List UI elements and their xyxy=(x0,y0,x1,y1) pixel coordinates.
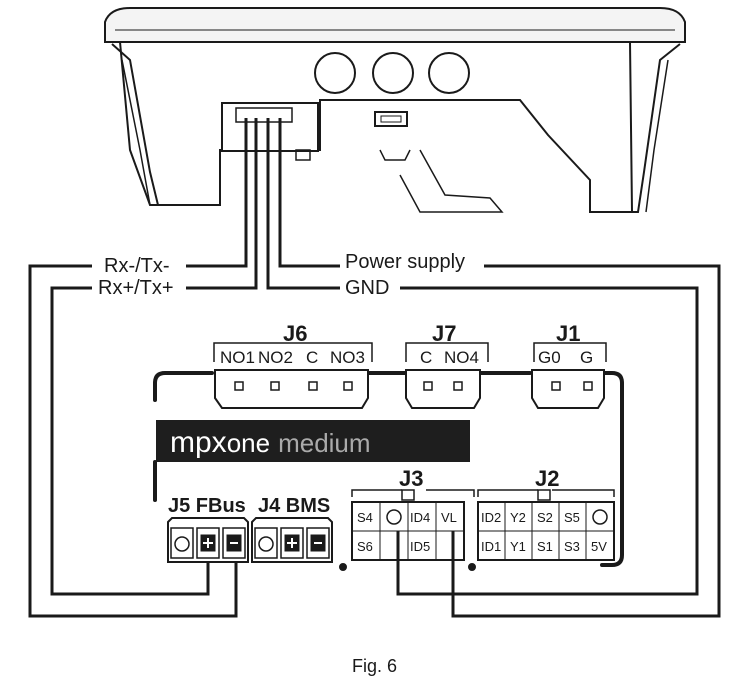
j3-title: J3 xyxy=(399,466,423,491)
j3-terminal: S4 xyxy=(357,510,373,525)
j6-pin-label: NO3 xyxy=(330,348,365,367)
connector-j5 xyxy=(167,517,249,563)
j1-pin-label: G0 xyxy=(538,348,561,367)
j5-title: J5 FBus xyxy=(168,495,246,517)
wire-rx-plus xyxy=(50,118,258,596)
j2-title: J2 xyxy=(535,466,559,491)
j2-terminal: S3 xyxy=(564,539,580,554)
label-gnd: GND xyxy=(345,277,389,299)
j2-terminal: ID1 xyxy=(481,539,501,554)
brand-part1: mpx xyxy=(170,426,227,459)
connector-j7: J7 C NO4 xyxy=(405,321,489,409)
device-housing xyxy=(104,7,686,213)
connector-j4 xyxy=(251,517,333,563)
connector-j2: J2 ID2 Y2 S2 S5 ID1 Y1 S1 S3 5V xyxy=(477,466,615,561)
j1-title: J1 xyxy=(556,321,580,346)
j6-pin-label: NO2 xyxy=(258,348,293,367)
j2-terminal: 5V xyxy=(591,539,607,554)
j2-terminal: Y1 xyxy=(510,539,526,554)
j6-pin-label: C xyxy=(306,348,318,367)
j2-terminal: S2 xyxy=(537,510,553,525)
connector-j1: J1 G0 G xyxy=(531,321,607,409)
label-rx-plus: Rx+/Tx+ xyxy=(98,277,174,299)
wire-rx-minus xyxy=(28,118,248,618)
j3-terminal: S6 xyxy=(357,539,373,554)
j6-pin-label: NO1 xyxy=(220,348,255,367)
j6-title: J6 xyxy=(283,321,307,346)
housing-hole-1 xyxy=(314,52,356,94)
brand-part3: medium xyxy=(278,428,370,458)
j7-pin-label: NO4 xyxy=(444,348,479,367)
j7-title: J7 xyxy=(432,321,456,346)
j7-pin-label: C xyxy=(420,348,432,367)
j4-title: J4 BMS xyxy=(258,495,330,517)
j3-terminal: ID5 xyxy=(410,539,430,554)
housing-hole-2 xyxy=(372,52,414,94)
controller-outline xyxy=(153,371,624,571)
j1-pin-label: G xyxy=(580,348,593,367)
wires xyxy=(28,118,721,618)
j2-terminal: S5 xyxy=(564,510,580,525)
j3-wire-ends xyxy=(396,531,455,616)
j3-terminal: VL xyxy=(441,510,457,525)
label-rx-minus: Rx-/Tx- xyxy=(104,255,170,277)
j2-terminal: ID2 xyxy=(481,510,501,525)
connector-j3: J3 S4 ID4 VL S6 ID5 xyxy=(351,466,475,561)
j2-terminal: Y2 xyxy=(510,510,526,525)
brand-part2: one xyxy=(227,428,270,458)
housing-hole-3 xyxy=(428,52,470,94)
label-power-supply: Power supply xyxy=(345,251,465,273)
brand-logo: mpxone medium xyxy=(170,426,371,459)
brand-band: mpxone medium xyxy=(156,420,470,462)
j2-terminal: S1 xyxy=(537,539,553,554)
j3-terminal: ID4 xyxy=(410,510,430,525)
connector-j6: J6 NO1 NO2 C NO3 xyxy=(213,321,373,409)
figure-caption: Fig. 6 xyxy=(352,656,397,676)
